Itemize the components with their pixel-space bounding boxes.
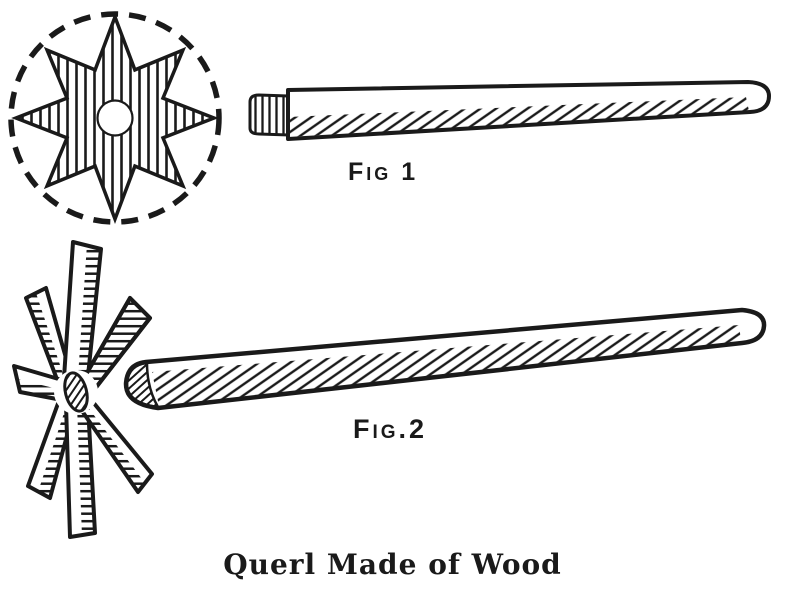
fig1-label: Fig 1 — [348, 158, 419, 186]
hub-tenon-end — [63, 371, 89, 413]
fig2-assembled-querl-drawing — [12, 240, 767, 539]
querl-shaft-butt — [125, 361, 161, 409]
center-hole — [96, 99, 134, 137]
querl-shaft-shading — [152, 325, 741, 406]
blade-se-shade — [80, 402, 145, 492]
blade-n-shade — [78, 244, 101, 377]
rod-shading — [288, 97, 749, 137]
blade-s-shade — [77, 405, 95, 536]
figure-caption: Querl Made of Wood — [223, 548, 562, 581]
rod-tenon — [248, 93, 290, 137]
fig2-label: Fig.2 — [353, 414, 428, 444]
fig1-star-disc-drawing — [8, 11, 222, 225]
fig1-rod-drawing — [248, 80, 771, 141]
blade-w-shade — [17, 379, 62, 400]
blade-nw-shade — [26, 293, 64, 382]
